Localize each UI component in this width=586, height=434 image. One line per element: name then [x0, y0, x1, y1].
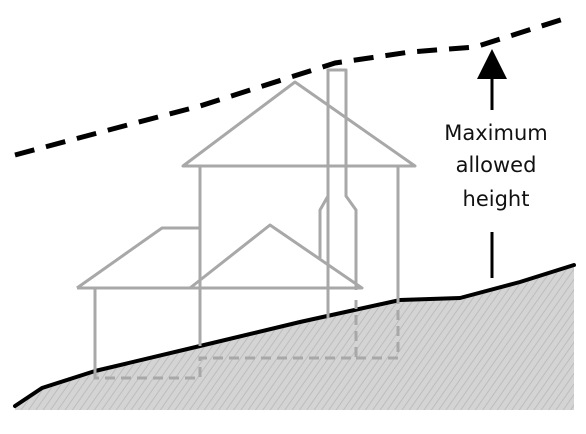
- foundation-dashed: [93, 300, 400, 380]
- upper-walls: [198, 166, 400, 300]
- label-line-2: allowed: [456, 153, 537, 177]
- chimney: [318, 68, 358, 318]
- max-height-line: [14, 14, 571, 158]
- label-line-3: height: [463, 187, 530, 211]
- ground-fill: [15, 265, 574, 410]
- ground-line: [13, 263, 576, 408]
- label-line-1: Maximum: [444, 121, 547, 145]
- upper-roof: [181, 80, 417, 168]
- front-gable: [188, 223, 364, 290]
- house-outline: [76, 68, 417, 372]
- left-wing-roof: [76, 226, 200, 290]
